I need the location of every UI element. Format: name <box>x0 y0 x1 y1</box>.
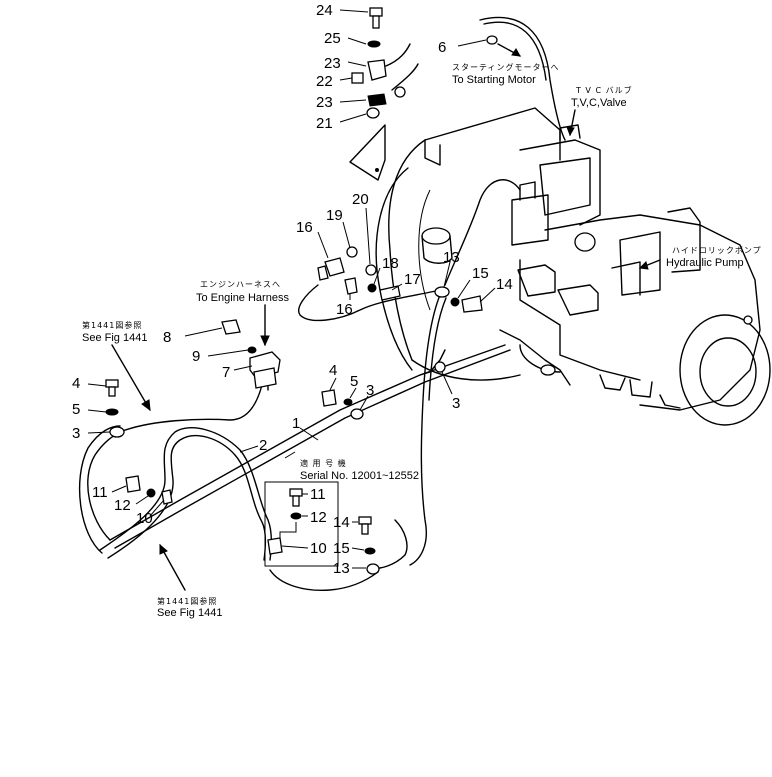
callout-4-left: 4 <box>72 375 80 392</box>
serial-number-label: Serial No. 12001~12552 <box>300 470 419 482</box>
see-fig-top-label-jp: 第1441図参照 <box>82 320 142 330</box>
callout-23-lower: 23 <box>316 94 333 111</box>
callout-11-inset: 11 <box>310 486 326 503</box>
tvc-valve-label: T,V,C,Valve <box>571 97 627 109</box>
callout-6: 6 <box>438 39 446 56</box>
harness-wires <box>78 16 566 592</box>
see-fig-top-label: See Fig 1441 <box>82 332 147 344</box>
callout-10-inset: 10 <box>310 540 327 557</box>
callout-25: 25 <box>324 30 341 47</box>
callout-24: 24 <box>316 2 333 19</box>
callout-16-lower: 16 <box>336 301 353 318</box>
hydraulic-pump-label-jp: ハイドロリックポンプ <box>672 246 762 255</box>
callout-1: 1 <box>292 415 300 432</box>
engine-harness-label: To Engine Harness <box>196 292 289 304</box>
callout-15-lower: 15 <box>333 540 350 557</box>
callout-5-center: 5 <box>350 373 358 390</box>
callout-15-upper: 15 <box>472 265 489 282</box>
hydraulic-pump-label: Hydraulic Pump <box>666 257 744 269</box>
callout-13-upper: 13 <box>443 249 460 266</box>
callout-4-center: 4 <box>329 362 337 379</box>
callout-10-left: 10 <box>136 510 153 527</box>
small-parts <box>105 7 498 575</box>
callout-3-left: 3 <box>72 425 80 442</box>
callout-9: 9 <box>192 348 200 365</box>
callout-17: 17 <box>404 271 421 288</box>
callout-5-left: 5 <box>72 401 80 418</box>
callout-14-lower: 14 <box>333 514 350 531</box>
engine-assembly <box>375 107 771 426</box>
callout-3-center: 3 <box>366 382 374 399</box>
callout-19: 19 <box>326 207 343 224</box>
callout-numbers: 24 25 23 22 23 21 6 20 19 16 16 18 17 13… <box>72 2 513 577</box>
callout-11-left: 11 <box>92 484 108 501</box>
serial-label-jp: 適 用 号 機 <box>300 458 347 468</box>
see-fig-bottom-label-jp: 第1441図参照 <box>157 596 217 606</box>
annotation-labels: スターティングモーターへ To Starting Motor T V C バルブ… <box>82 62 762 619</box>
see-fig-bottom-label: See Fig 1441 <box>157 607 222 619</box>
callout-18: 18 <box>382 255 399 272</box>
callout-14-upper: 14 <box>496 276 513 293</box>
callout-23-upper: 23 <box>324 55 341 72</box>
leader-lines <box>87 9 661 591</box>
callout-20: 20 <box>352 191 369 208</box>
callout-13-lower: 13 <box>333 560 350 577</box>
starting-motor-label: To Starting Motor <box>452 74 536 86</box>
callout-21: 21 <box>316 115 333 132</box>
starting-motor-label-jp: スターティングモーターへ <box>452 62 560 72</box>
callout-2: 2 <box>259 437 267 454</box>
callout-22: 22 <box>316 73 333 90</box>
engine-harness-label-jp: エンジンハーネスへ <box>200 280 281 289</box>
tvc-valve-label-jp: T V C バルブ <box>575 85 633 95</box>
callout-7: 7 <box>222 364 230 381</box>
callout-12-inset: 12 <box>310 509 327 526</box>
callout-8: 8 <box>163 329 171 346</box>
callout-12-left: 12 <box>114 497 131 514</box>
callout-16-upper: 16 <box>296 219 313 236</box>
callout-3-right: 3 <box>452 395 460 412</box>
